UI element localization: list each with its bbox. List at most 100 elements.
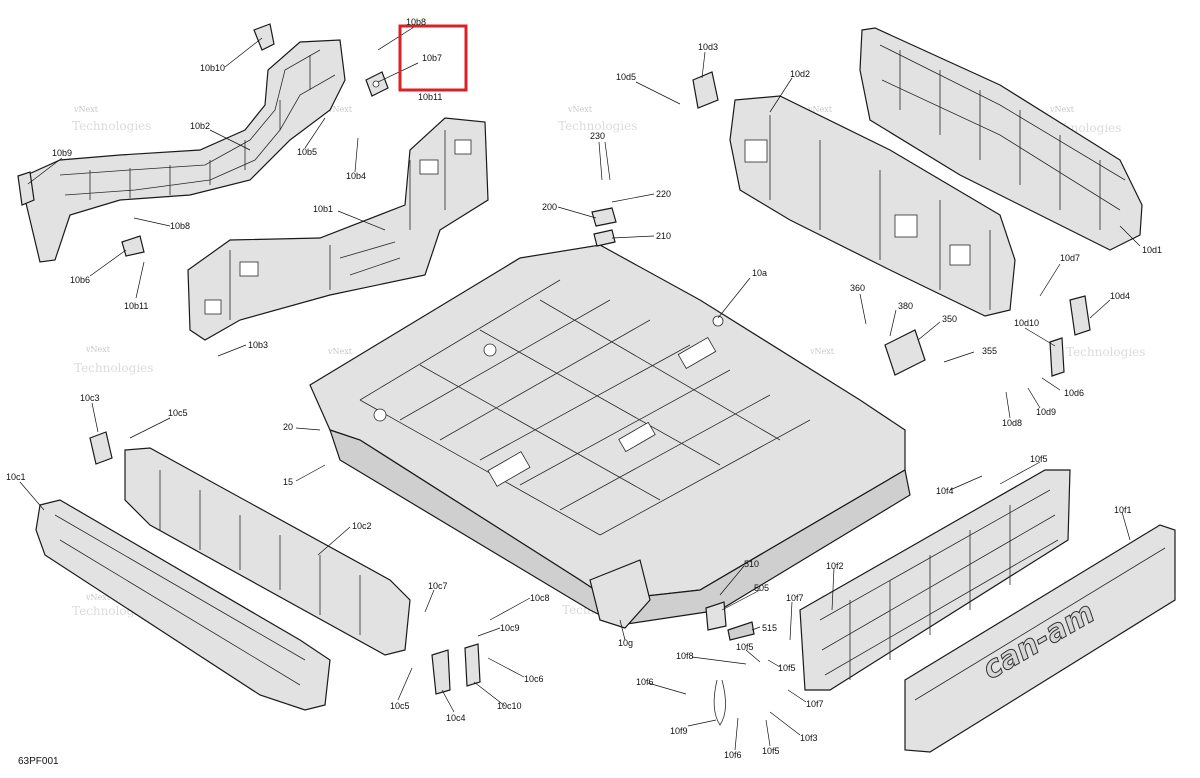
part-10f9-strap (713, 679, 726, 726)
callout-10b9[interactable]: 10b9 (52, 148, 72, 158)
part-10b7-latch (365, 71, 389, 97)
watermark-text: vNext (327, 105, 353, 114)
callout-10f2[interactable]: 10f2 (826, 561, 844, 571)
callout-10d9[interactable]: 10d9 (1036, 407, 1056, 417)
part-350-hinge (884, 329, 926, 376)
callout-10a[interactable]: 10a (752, 268, 767, 278)
callout-10b2[interactable]: 10b2 (190, 121, 210, 131)
part-10a-cargo-box (309, 244, 911, 626)
callout-10d8[interactable]: 10d8 (1002, 418, 1022, 428)
callout-10f8[interactable]: 10f8 (676, 651, 694, 661)
callout-355[interactable]: 355 (982, 346, 997, 356)
part-505-pad (705, 601, 755, 641)
callout-10f4[interactable]: 10f4 (936, 486, 954, 496)
part-10b6-latch (121, 235, 145, 257)
watermark-text: vNext (85, 593, 111, 602)
diagram-code: 63PF001 (18, 756, 59, 767)
callout-10c9[interactable]: 10c9 (500, 623, 520, 633)
callout-10f5[interactable]: 10f5 (1030, 454, 1048, 464)
callout-230[interactable]: 230 (590, 131, 605, 141)
callout-10f7[interactable]: 10f7 (806, 699, 824, 709)
callout-10b3[interactable]: 10b3 (248, 340, 268, 350)
callout-10c6[interactable]: 10c6 (524, 674, 544, 684)
callout-10f5[interactable]: 10f5 (736, 642, 754, 652)
callout-10b6[interactable]: 10b6 (70, 275, 90, 285)
callout-360[interactable]: 360 (850, 283, 865, 293)
callout-200[interactable]: 200 (542, 202, 557, 212)
callout-10f7[interactable]: 10f7 (786, 593, 804, 603)
callout-20[interactable]: 20 (283, 422, 293, 432)
callout-10f3[interactable]: 10f3 (800, 733, 818, 743)
callout-515[interactable]: 515 (762, 623, 777, 633)
watermark-text: vNext (567, 105, 593, 114)
callout-10c1[interactable]: 10c1 (6, 472, 26, 482)
callout-10d7[interactable]: 10d7 (1060, 253, 1080, 263)
callout-10f6[interactable]: 10f6 (724, 750, 742, 760)
callout-10f9[interactable]: 10f9 (670, 726, 688, 736)
callout-10g[interactable]: 10g (618, 638, 633, 648)
callout-10f1[interactable]: 10f1 (1114, 505, 1132, 515)
part-10b1-side-panel (187, 117, 489, 341)
callout-10d1[interactable]: 10d1 (1142, 245, 1162, 255)
callout-10b4[interactable]: 10b4 (346, 171, 366, 181)
callout-10b7[interactable]: 10b7 (422, 53, 442, 63)
callout-10d10[interactable]: 10d10 (1014, 318, 1039, 328)
callout-10d5[interactable]: 10d5 (616, 72, 636, 82)
callout-10f5[interactable]: 10f5 (778, 663, 796, 673)
part-10g-lip (589, 559, 651, 629)
watermark-text: vNext (809, 347, 835, 356)
callout-10c8[interactable]: 10c8 (530, 593, 550, 603)
callout-10c5[interactable]: 10c5 (390, 701, 410, 711)
watermark-text: Technologies (72, 119, 151, 133)
watermark-text: vNext (327, 347, 353, 356)
callout-10f5[interactable]: 10f5 (762, 746, 780, 756)
callout-labels: 10b8 10b7 10b11 10b10 10b2 10b9 10b5 10b… (6, 17, 1162, 760)
callout-220[interactable]: 220 (656, 189, 671, 199)
part-10d4-bracket (1069, 295, 1091, 336)
part-10d10-latch (1049, 337, 1065, 377)
part-10d2-side-panel (729, 95, 1016, 317)
watermark-text: Technologies (1066, 345, 1145, 359)
part-10b2-rail (19, 39, 346, 263)
watermark-text: vNext (1049, 105, 1075, 114)
watermark-text: vNext (73, 105, 99, 114)
part-10c2-rail (124, 447, 411, 656)
part-10c1-panel (35, 499, 331, 711)
callout-10d4[interactable]: 10d4 (1110, 291, 1130, 301)
callout-10c10[interactable]: 10c10 (497, 701, 522, 711)
highlight-box (398, 24, 468, 92)
part-200-plate (591, 207, 617, 247)
callout-10b10[interactable]: 10b10 (200, 63, 225, 73)
callout-10d6[interactable]: 10d6 (1064, 388, 1084, 398)
callout-10b8[interactable]: 10b8 (406, 17, 426, 27)
callout-10c2[interactable]: 10c2 (352, 521, 372, 531)
callout-10c3[interactable]: 10c3 (80, 393, 100, 403)
callout-10c7[interactable]: 10c7 (428, 581, 448, 591)
watermark-text: Technologies (74, 361, 153, 375)
callout-380[interactable]: 380 (898, 301, 913, 311)
leader-lines (19, 26, 1141, 751)
part-10f1-panel (904, 524, 1176, 753)
callout-10b11[interactable]: 10b11 (418, 92, 442, 102)
watermark-text: Technologies (558, 119, 637, 133)
watermark-text: vNext (85, 345, 111, 354)
callout-10b11[interactable]: 10b11 (124, 301, 148, 311)
callout-510[interactable]: 510 (744, 559, 759, 569)
callout-10c4[interactable]: 10c4 (446, 713, 466, 723)
callout-10d3[interactable]: 10d3 (698, 42, 718, 52)
callout-10d2[interactable]: 10d2 (790, 69, 810, 79)
part-10c3-cover (89, 431, 113, 465)
callout-10f6[interactable]: 10f6 (636, 677, 654, 687)
part-10d1-rail (859, 27, 1143, 251)
callout-210[interactable]: 210 (656, 231, 671, 241)
part-10f2-frame (799, 469, 1071, 691)
callout-10b8[interactable]: 10b8 (170, 221, 190, 231)
callout-15[interactable]: 15 (283, 477, 293, 487)
callout-350[interactable]: 350 (942, 314, 957, 324)
callout-10b1[interactable]: 10b1 (313, 204, 333, 214)
part-10d3-cover (692, 71, 719, 109)
callout-505[interactable]: 505 (754, 583, 769, 593)
callout-10b5[interactable]: 10b5 (297, 147, 317, 157)
callout-10c5[interactable]: 10c5 (168, 408, 188, 418)
